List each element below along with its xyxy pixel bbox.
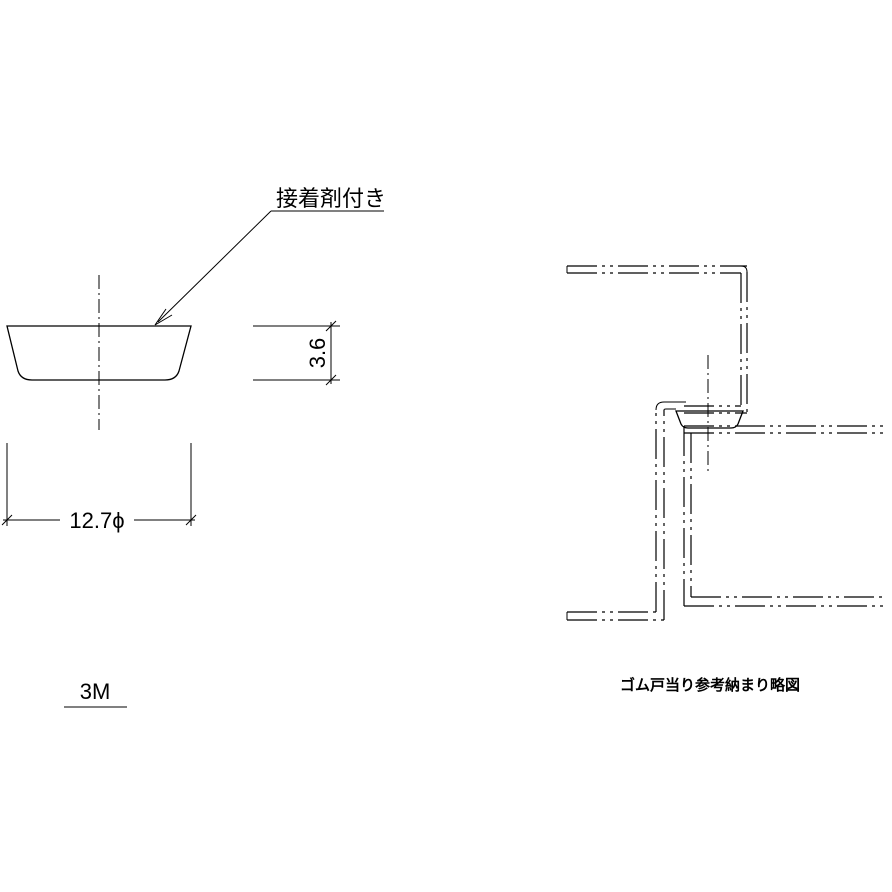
leader-line xyxy=(157,210,272,323)
adhesive-leader: 接着剤付き xyxy=(154,186,386,326)
installation-sketch: ゴム戸当り参考納まり略図 xyxy=(566,265,884,694)
diameter-dimension: 12.7ϕ xyxy=(1,443,197,533)
door-leaf xyxy=(683,425,884,607)
diameter-tick-right xyxy=(185,514,197,526)
height-tick-bottom xyxy=(325,374,337,386)
leader-arrowhead xyxy=(154,308,173,326)
diameter-dimension-label: 12.7ϕ xyxy=(69,508,124,533)
height-dimension-label: 3.6 xyxy=(305,338,330,369)
height-tick-top xyxy=(325,320,337,332)
detail-caption: ゴム戸当り参考納まり略図 xyxy=(620,676,800,694)
adhesive-note-label: 接着剤付き xyxy=(276,186,386,211)
brand-label: 3M xyxy=(80,679,111,704)
diameter-tick-left xyxy=(1,514,13,526)
upper-frame xyxy=(566,265,748,414)
height-dimension: 3.6 xyxy=(253,320,340,386)
door-frame xyxy=(566,401,686,621)
bumper-part-view xyxy=(6,275,192,430)
installed-bumper xyxy=(675,410,744,429)
bumper-profile xyxy=(6,325,192,381)
brand-block: 3M xyxy=(64,679,127,708)
